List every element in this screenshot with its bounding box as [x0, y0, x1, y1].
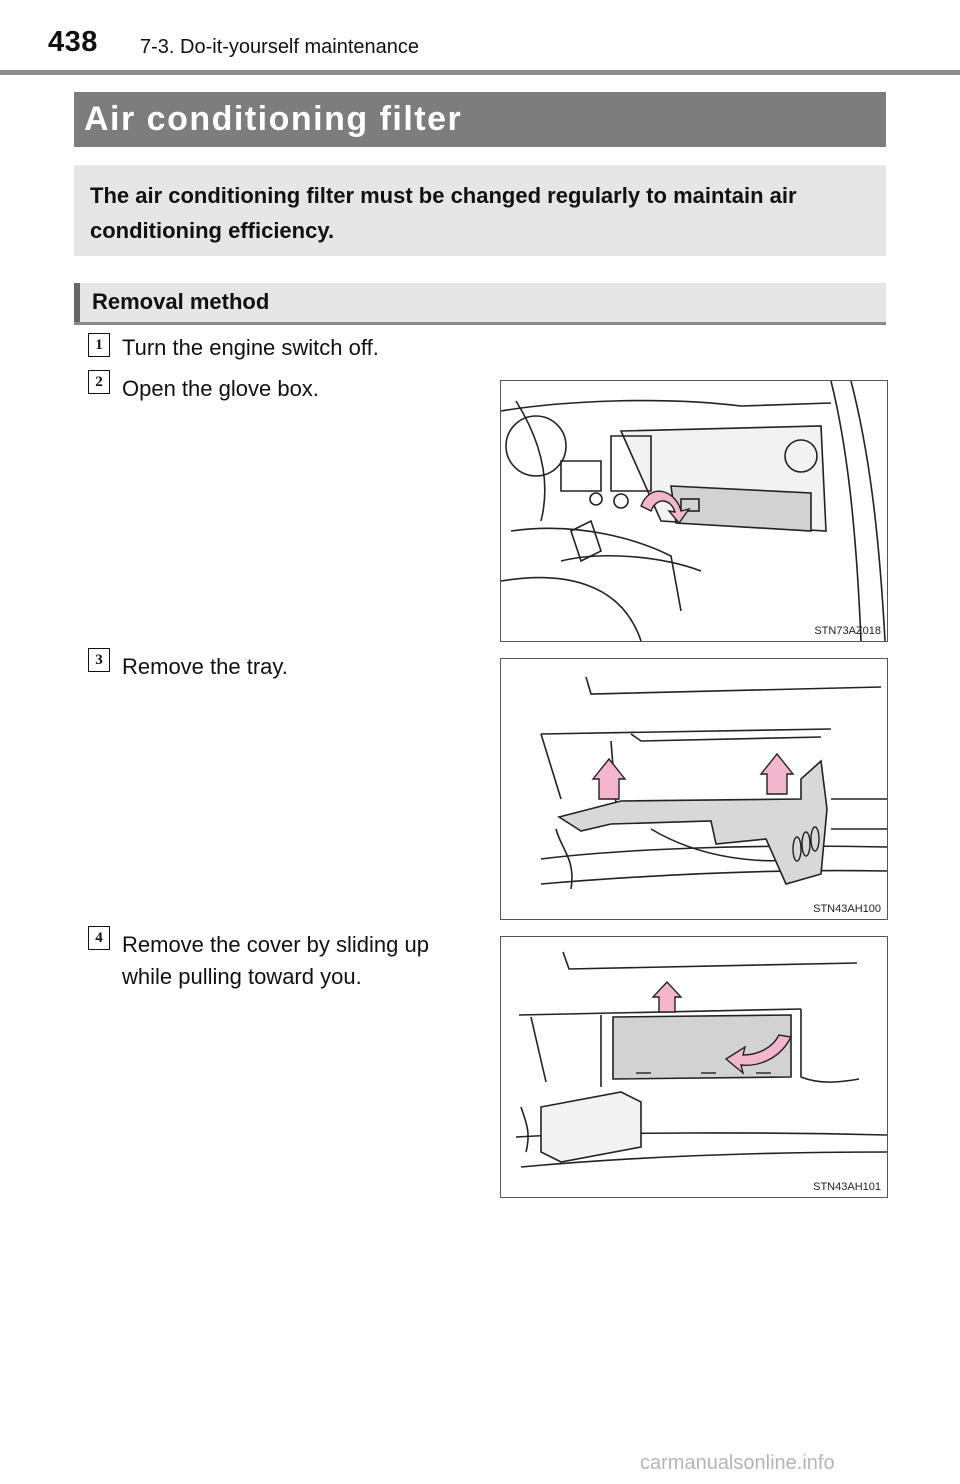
step-number-3: 3 [88, 648, 110, 672]
intro-box: The air conditioning filter must be chan… [74, 165, 886, 256]
step-text-2: Open the glove box. [122, 376, 319, 401]
step-number-2: 2 [88, 370, 110, 394]
step-text-4: Remove the cover by sliding up while pul… [122, 932, 429, 989]
intro-text: The air conditioning filter must be chan… [90, 183, 797, 243]
figure-code-3: STN43AH101 [813, 1181, 881, 1193]
cover-illustration [515, 951, 887, 1168]
step-text-1: Turn the engine switch off. [122, 335, 379, 360]
figure-cover: STN43AH101 [500, 936, 888, 1198]
step-number-4: 4 [88, 926, 110, 950]
running-head: 7-3. Do-it-yourself maintenance [140, 36, 420, 58]
figure-glove-box: STN73AZ018 [500, 380, 888, 642]
page-title: Air conditioning filter [84, 100, 463, 138]
section-heading: Removal method [74, 283, 886, 325]
tray-illustration [540, 676, 887, 890]
header-rule [0, 70, 960, 75]
step-number-1: 1 [88, 333, 110, 357]
section-title: Removal method [92, 289, 270, 314]
step-text-3: Remove the tray. [122, 654, 288, 679]
page-number: 438 [48, 26, 98, 58]
figure-code-2: STN43AH100 [813, 903, 881, 915]
glove-box-illustration [501, 381, 886, 641]
figure-code-1: STN73AZ018 [814, 625, 881, 637]
watermark: carmanualsonline.info [640, 1452, 835, 1474]
title-bar: Air conditioning filter [74, 92, 886, 147]
figure-tray: STN43AH100 [500, 658, 888, 920]
section-marker [74, 283, 80, 322]
